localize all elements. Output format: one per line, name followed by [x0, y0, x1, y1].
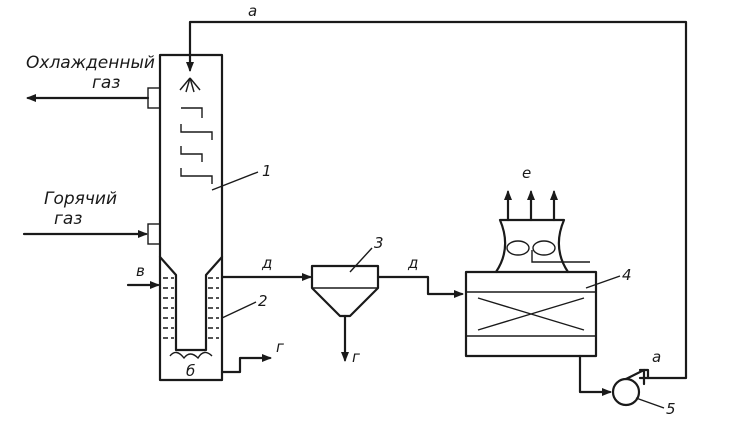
number-1: 1: [262, 162, 272, 180]
liquid-level: [163, 277, 219, 339]
leader-4: [585, 275, 621, 289]
outlet-nozzle: [147, 87, 161, 109]
number-2: 2: [258, 292, 268, 310]
number-4: 4: [622, 266, 632, 284]
hot-gas-label-line2: газ: [54, 209, 82, 229]
leader-3: [349, 247, 373, 273]
hot-gas-label-line1: Горячий: [44, 189, 117, 209]
fan-shaft: [531, 250, 590, 263]
packing-cross: [477, 297, 585, 331]
letter-g-tower: г: [276, 338, 284, 356]
leader-5: [635, 397, 665, 409]
cooler-to-pump: [578, 354, 612, 396]
scrubber-tower: [147, 53, 224, 382]
leader-2: [221, 301, 257, 319]
settler: [310, 264, 380, 362]
bubbler: [169, 351, 213, 360]
line-a-return: [186, 20, 688, 380]
tower-shell: [158, 53, 224, 382]
letter-e: е: [522, 164, 531, 182]
leader-1: [211, 171, 259, 191]
letter-d-left: д: [261, 254, 272, 272]
baffle-4: [180, 168, 213, 184]
cooled-gas-label-line2: газ: [92, 73, 120, 93]
number-3: 3: [374, 234, 384, 252]
cooling-tower: [464, 190, 598, 358]
letter-b: б: [186, 362, 195, 380]
cooler-body: [464, 270, 598, 358]
cooled-gas-label-line1: Охлажденный: [26, 53, 155, 73]
letter-g-settler: г: [352, 348, 360, 366]
number-5: 5: [666, 400, 676, 418]
spray-nozzle-icon: [179, 77, 201, 93]
baffle-2: [180, 124, 213, 140]
letter-v: в: [136, 262, 145, 280]
letter-d-right: д: [407, 254, 418, 272]
letter-a-top: а: [248, 2, 257, 20]
inlet-nozzle: [147, 223, 161, 245]
letter-a-bottom: а: [652, 348, 661, 366]
baffle-1: [181, 107, 203, 118]
tower-outlet-g: [220, 354, 272, 374]
settler-body: [310, 264, 380, 318]
fan-icon: [506, 240, 556, 256]
tower-cone: [158, 255, 224, 352]
line-d-to-cooler: [376, 275, 464, 298]
pump-icon: [611, 368, 646, 407]
baffle-3: [180, 146, 203, 162]
